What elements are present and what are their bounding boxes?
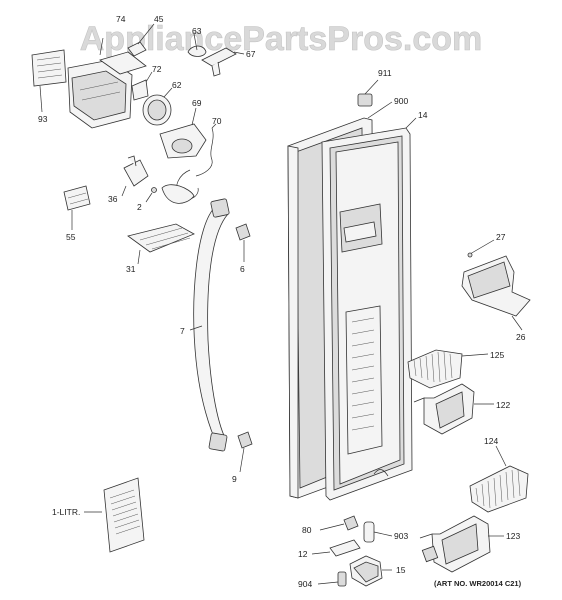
callout-900: 900 <box>394 96 408 106</box>
callout-12: 12 <box>298 549 308 559</box>
callout-15: 15 <box>396 565 406 575</box>
callout-26: 26 <box>516 332 526 342</box>
part-36-switch <box>121 155 149 197</box>
callout-labels: 74 45 63 67 72 93 62 69 70 36 2 55 31 6 … <box>38 14 526 589</box>
part-12-bracket <box>311 539 361 557</box>
callout-123: 123 <box>506 531 520 541</box>
part-55-clip <box>63 185 91 230</box>
callout-literature: 1-LITR. <box>52 507 80 517</box>
part-70-cable <box>195 123 217 177</box>
part-62-ring <box>142 87 173 126</box>
part-31-tray <box>127 223 195 265</box>
part-74 <box>99 37 104 56</box>
watermark: AppliancePartsPros.com <box>80 20 482 58</box>
part-door-hinge-pin <box>373 469 389 477</box>
callout-124: 124 <box>484 436 498 446</box>
part-72 <box>131 71 153 101</box>
callout-36: 36 <box>108 194 118 204</box>
literature-booklet <box>84 477 145 553</box>
callout-69: 69 <box>192 98 202 108</box>
part-9-plug <box>237 431 253 473</box>
callout-27: 27 <box>496 232 506 242</box>
callout-14: 14 <box>418 110 428 120</box>
callout-122: 122 <box>496 400 510 410</box>
part-solenoid-arm <box>161 169 199 204</box>
part-93-control-panel <box>31 49 67 113</box>
part-123-bin <box>419 515 504 573</box>
callout-903: 903 <box>394 531 408 541</box>
callout-67: 67 <box>246 49 256 59</box>
part-6-plug <box>235 223 251 262</box>
callout-55: 55 <box>66 232 76 242</box>
callout-911: 911 <box>378 68 392 78</box>
part-dispenser-recess <box>339 203 383 253</box>
callout-9: 9 <box>232 474 237 484</box>
part-45 <box>127 23 155 57</box>
part-911-cap <box>357 79 379 107</box>
callout-80: 80 <box>302 525 312 535</box>
callout-904: 904 <box>298 579 312 589</box>
part-door-shelves-liner <box>345 305 383 455</box>
part-15-hinge <box>349 555 392 587</box>
callout-74: 74 <box>116 14 126 24</box>
part-122-bin <box>413 383 494 435</box>
part-dispenser-housing <box>67 51 147 129</box>
callout-31: 31 <box>126 264 136 274</box>
part-903-sleeve <box>363 521 393 543</box>
part-124-shelf <box>469 445 529 513</box>
part-27-screw <box>467 239 495 258</box>
callout-6: 6 <box>240 264 245 274</box>
callout-72: 72 <box>152 64 162 74</box>
callout-93: 93 <box>38 114 48 124</box>
part-69-chute <box>159 107 207 159</box>
part-63 <box>187 33 207 57</box>
callout-2: 2 <box>137 202 142 212</box>
part-7-door-handle <box>189 198 230 452</box>
callout-70: 70 <box>212 116 222 126</box>
callout-63: 63 <box>192 26 202 36</box>
part-2-screw <box>145 187 157 203</box>
callout-125: 125 <box>490 350 504 360</box>
callout-62: 62 <box>172 80 182 90</box>
callout-7: 7 <box>180 326 185 336</box>
callout-45: 45 <box>154 14 164 24</box>
part-125-shelf <box>407 349 489 389</box>
art-number: (ART NO. WR20014 C21) <box>434 579 522 588</box>
part-80-nut <box>319 515 359 531</box>
part-67-bracket <box>201 47 245 77</box>
part-904-pin <box>317 571 347 587</box>
part-26-cover <box>461 255 531 331</box>
